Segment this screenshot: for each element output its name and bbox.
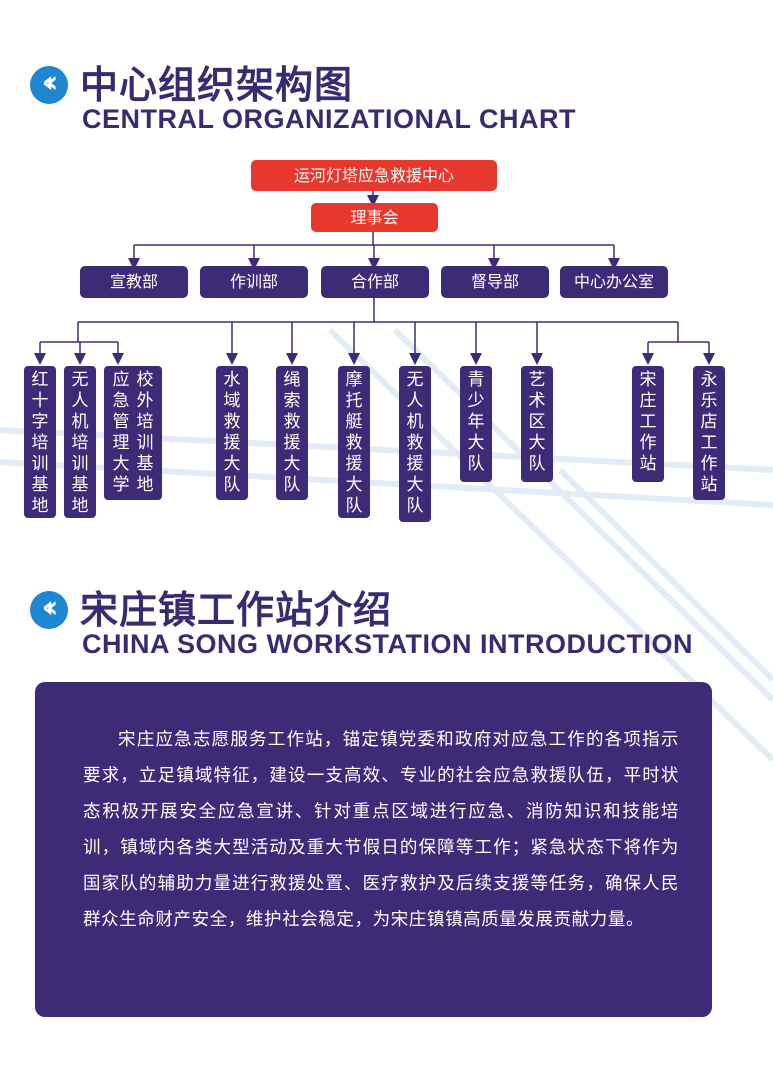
org-root-node: 运河灯塔应急救援中心: [251, 160, 497, 191]
unit-node: 水域救援大队: [216, 366, 248, 500]
section-title-cn: 宋庄镇工作站介绍: [80, 588, 393, 632]
dept-node: 中心办公室: [560, 266, 668, 298]
dept-node: 督导部: [441, 266, 549, 298]
section-title-cn: 中心组织架构图: [80, 63, 354, 107]
dept-node: 合作部: [321, 266, 429, 298]
dept-node: 宣教部: [80, 266, 188, 298]
unit-node: 青少年大队: [460, 366, 492, 482]
intro-panel: 宋庄应急志愿服务工作站，锚定镇党委和政府对应急工作的各项指示要求，立足镇域特征，…: [35, 682, 712, 1017]
org-council-node: 理事会: [311, 203, 438, 232]
unit-node: 无人机救援大队: [399, 366, 431, 522]
section-title-en: CHINA SONG WORKSTATION INTRODUCTION: [82, 629, 693, 659]
unit-node: 艺术区大队: [521, 366, 553, 482]
section-title-en: CENTRAL ORGANIZATIONAL CHART: [82, 104, 576, 134]
double-chevron-left-icon: ‹‹: [30, 591, 68, 629]
unit-node: 摩托艇救援大队: [338, 366, 370, 518]
org-chart: 运河灯塔应急救援中心 理事会 宣教部 作训部 合作部 督导部 中心办公室 红十字…: [0, 150, 773, 530]
double-chevron-left-icon: ‹‹: [30, 66, 68, 104]
org-chart-connectors: [34, 191, 715, 365]
unit-node: 无人机培训基地: [64, 366, 96, 518]
unit-node: 校外培训基地 应急管理大学: [104, 366, 162, 500]
unit-node: 绳索救援大队: [276, 366, 308, 500]
unit-node: 永乐店工作站: [693, 366, 725, 500]
unit-node: 红十字培训基地: [24, 366, 56, 518]
dept-node: 作训部: [200, 266, 308, 298]
unit-node: 宋庄工作站: [632, 366, 664, 482]
intro-paragraph: 宋庄应急志愿服务工作站，锚定镇党委和政府对应急工作的各项指示要求，立足镇域特征，…: [83, 730, 679, 930]
